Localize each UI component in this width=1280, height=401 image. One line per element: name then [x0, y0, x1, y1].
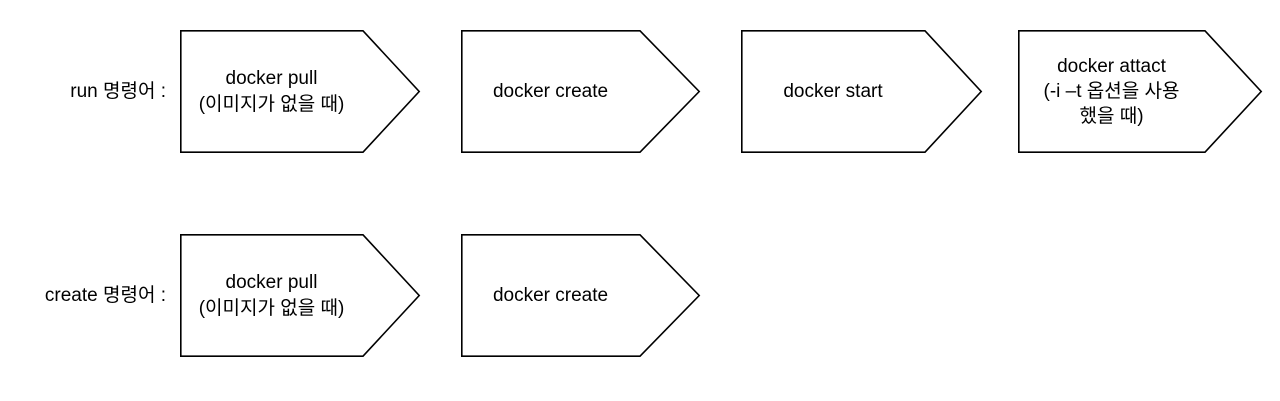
chevron-outline-icon: [461, 234, 700, 357]
row-label-create: create 명령어 :: [44, 284, 166, 306]
chevron-shape-create-pull[interactable]: [180, 234, 420, 357]
chevron-shape-run-pull[interactable]: [180, 30, 420, 153]
chevron-shape-run-create[interactable]: [461, 30, 700, 153]
flow-row-run: run 명령어 : docker pull (이미지가 없을 때) docker…: [0, 30, 1280, 153]
chevron-outline-icon: [180, 30, 420, 153]
chevron-outline-icon: [1018, 30, 1262, 153]
chevron-outline-icon: [461, 30, 700, 153]
chevron-outline-icon: [741, 30, 982, 153]
chevron-shape-create-create[interactable]: [461, 234, 700, 357]
row-label-run: run 명령어 :: [70, 80, 166, 102]
chevron-shape-run-start[interactable]: [741, 30, 982, 153]
chevron-shape-run-attach[interactable]: [1018, 30, 1262, 153]
flow-row-create: create 명령어 : docker pull (이미지가 없을 때) doc…: [0, 234, 1280, 357]
chevron-outline-icon: [180, 234, 420, 357]
